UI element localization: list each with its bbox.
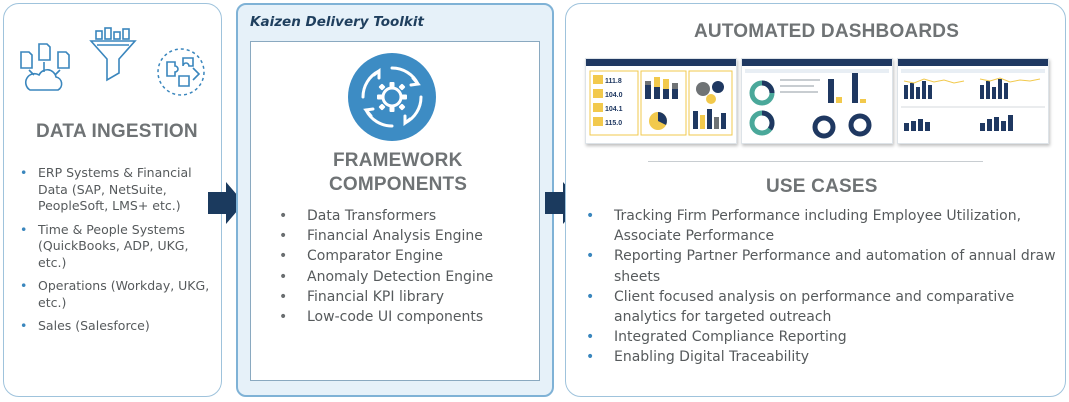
list-item: •Time & People Systems (QuickBooks, ADP,… [20, 221, 189, 270]
data-puzzle-icon [157, 48, 205, 96]
right-arrow-icon [208, 182, 244, 224]
kpi-value: 115.0 [605, 120, 622, 127]
list-item: •Tracking Firm Performance including Emp… [586, 208, 1022, 245]
data-ingestion-panel [3, 3, 222, 397]
framework-heading-line2: COMPONENTS [329, 174, 468, 195]
list-item: •Enabling Digital Traceability [586, 349, 810, 366]
list-item: •Client focused analysis on performance … [586, 288, 1015, 326]
framework-heading-line1: FRAMEWORK [333, 150, 463, 171]
framework-components-list: •Data Transformers •Financial Analysis E… [276, 206, 546, 327]
list-item: •Financial Analysis Engine [279, 228, 483, 245]
section-divider [648, 161, 983, 162]
list-item: •Operations (Workday, UKG, etc.) [20, 278, 210, 310]
list-item: •Data Transformers [279, 208, 437, 224]
list-item: •Integrated Compliance Reporting [586, 329, 847, 346]
list-item: •Financial KPI library [279, 288, 444, 305]
use-cases-list: •Tracking Firm Performance including Emp… [586, 206, 1056, 368]
dashboard-thumbnail-3 [897, 58, 1049, 144]
data-ingestion-list: •ERP Systems & Financial Data (SAP, NetS… [20, 165, 215, 342]
dashboard-thumbnail-1: 111.8 104.0 104.1 115.0 [585, 58, 737, 144]
list-item: •Sales (Salesforce) [20, 318, 150, 333]
dashboard-thumbnail-2 [741, 58, 893, 144]
filter-funnel-icon [89, 27, 137, 82]
list-item: •Low-code UI components [279, 309, 484, 326]
gear-cycle-icon [348, 53, 436, 141]
list-item: •ERP Systems & Financial Data (SAP, NetS… [20, 165, 192, 213]
kpi-value: 104.0 [605, 92, 623, 99]
toolkit-title: Kaizen Delivery Toolkit [250, 14, 424, 30]
list-item: •Anomaly Detection Engine [279, 268, 494, 285]
kpi-value: 111.8 [605, 78, 622, 85]
kpi-value: 104.1 [605, 106, 623, 113]
data-ingestion-heading: DATA INGESTION [36, 121, 198, 142]
dashboards-heading: AUTOMATED DASHBOARDS [694, 21, 960, 42]
files-cloud-icon [20, 43, 70, 91]
list-item: •Comparator Engine [279, 248, 444, 265]
use-cases-heading: USE CASES [766, 176, 878, 197]
list-item: •Reporting Partner Performance and autom… [586, 248, 1056, 285]
